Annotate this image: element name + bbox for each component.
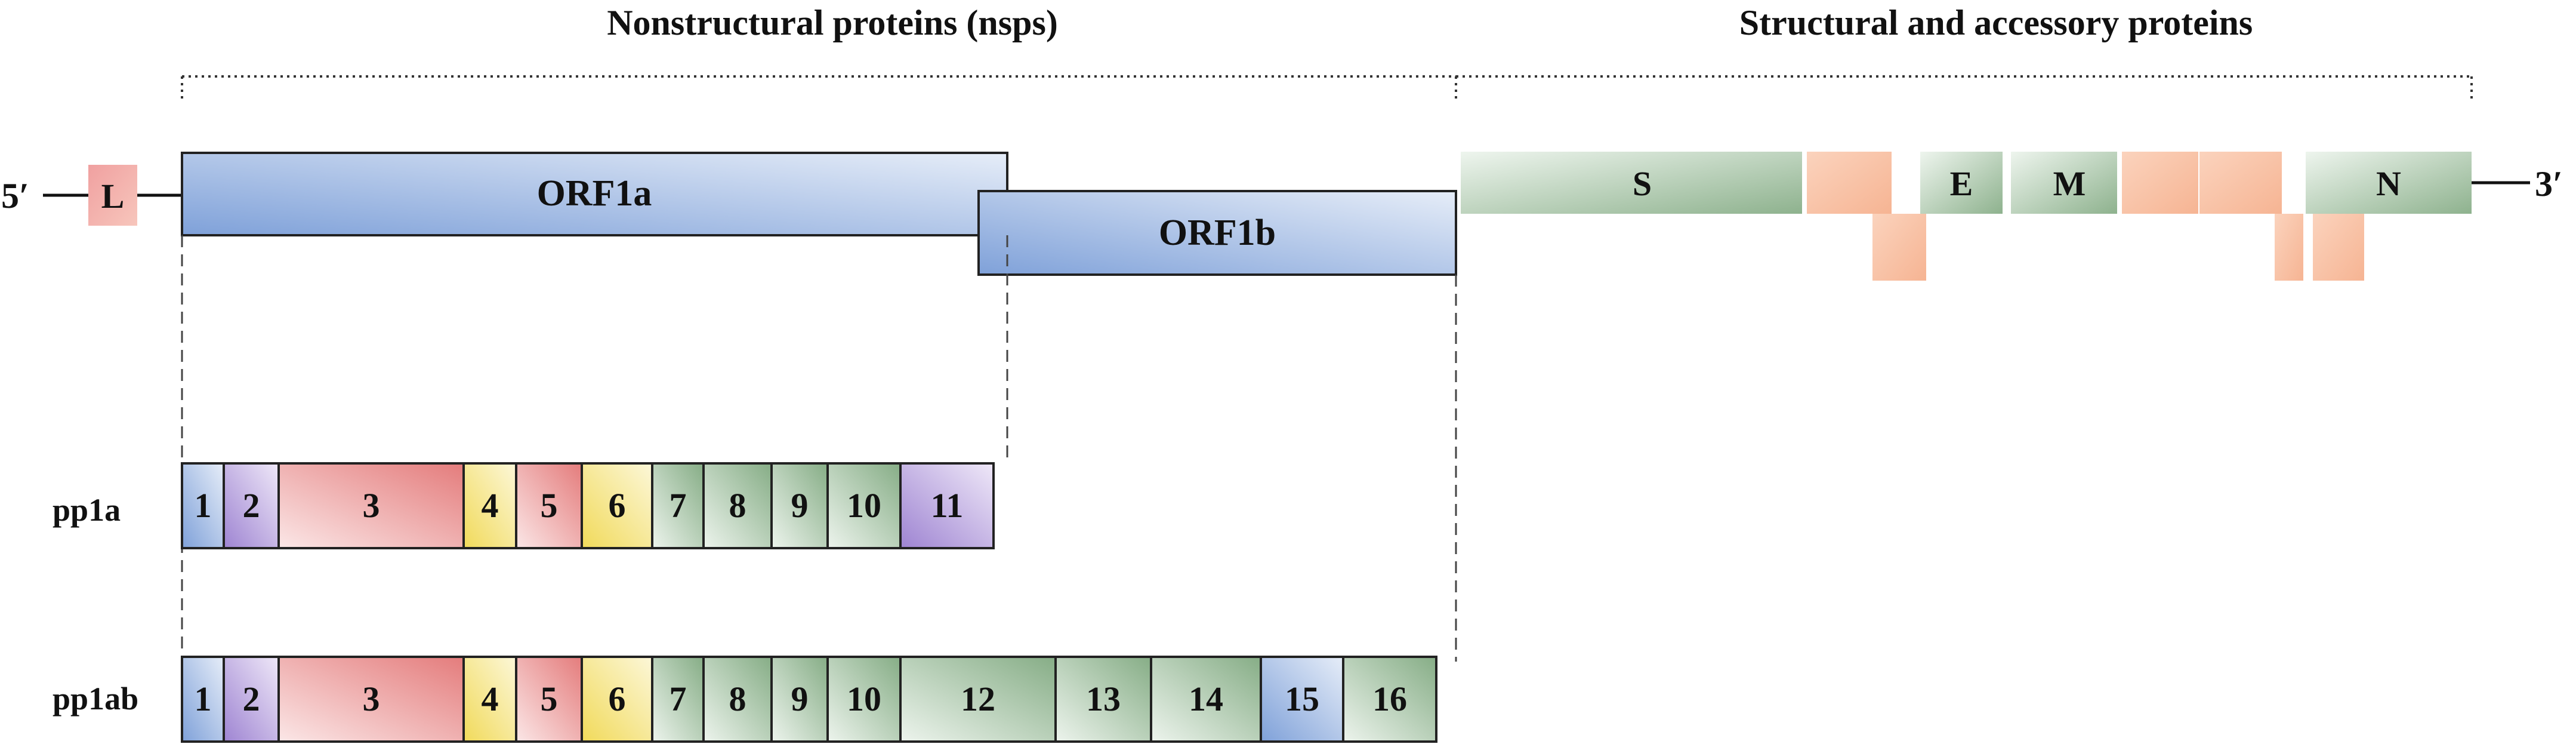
accessory-box-5 bbox=[2275, 214, 2303, 281]
n-protein-label: N bbox=[2376, 164, 2401, 203]
five-prime-label: 5′ bbox=[1, 176, 29, 216]
orf1a-box bbox=[181, 152, 1008, 236]
bracket-structural bbox=[1456, 75, 2473, 102]
pp1a-nsp5-box bbox=[515, 462, 583, 549]
pp1ab-nsp12-label: 12 bbox=[961, 680, 995, 718]
s-protein-label: S bbox=[1633, 164, 1652, 203]
pp1ab-nsp4-box bbox=[462, 656, 517, 743]
pp1a-nsp4-label: 4 bbox=[482, 486, 499, 525]
pp1ab-nsp6-label: 6 bbox=[609, 680, 626, 718]
pp1ab-nsp8-label: 8 bbox=[729, 680, 746, 718]
orf1b-box bbox=[977, 190, 1457, 276]
n-protein-box bbox=[2306, 152, 2472, 214]
pp1ab-nsp12-box bbox=[899, 656, 1057, 743]
leader-box bbox=[88, 165, 137, 226]
pp1ab-nsp6-box bbox=[581, 656, 653, 743]
orf1a-label: ORF1a bbox=[537, 173, 652, 214]
pp1ab-nsp1-box bbox=[181, 656, 225, 743]
pp1ab-nsp9-label: 9 bbox=[791, 680, 809, 718]
pp1ab-nsp13-box bbox=[1054, 656, 1152, 743]
pp1ab-nsp3-box bbox=[277, 656, 465, 743]
pp1ab-nsp10-label: 10 bbox=[847, 680, 881, 718]
pp1a-nsp8-box bbox=[702, 462, 773, 549]
accessory-box-4 bbox=[2199, 152, 2282, 214]
e-protein-label: E bbox=[1950, 164, 1973, 203]
pp1a-nsp10-label: 10 bbox=[847, 486, 881, 525]
pp1a-nsp11-box bbox=[899, 462, 995, 549]
pp1a-nsp11-label: 11 bbox=[931, 486, 964, 525]
pp1a-nsp7-label: 7 bbox=[670, 486, 687, 525]
pp1a-nsp10-box bbox=[826, 462, 902, 549]
pp1ab-label: pp1ab bbox=[53, 681, 138, 717]
pp1a-label: pp1a bbox=[53, 492, 121, 528]
pp1a-nsp3-box bbox=[277, 462, 465, 549]
pp1ab-nsp16-label: 16 bbox=[1372, 680, 1407, 718]
accessory-box-2 bbox=[1872, 214, 1926, 281]
accessory-box-1 bbox=[1807, 152, 1892, 214]
projection-lines bbox=[181, 235, 1457, 662]
pp1ab-nsp14-box bbox=[1150, 656, 1262, 743]
pp1a-nsp2-label: 2 bbox=[243, 486, 260, 525]
pp1ab-nsp16-box bbox=[1342, 656, 1437, 743]
pp1ab-nsp2-box bbox=[223, 656, 280, 743]
pp1a-nsp1-label: 1 bbox=[195, 486, 212, 525]
pp1a-nsp3-label: 3 bbox=[363, 486, 380, 525]
pp1a-nsp8-label: 8 bbox=[729, 486, 746, 525]
title-nonstructural: Nonstructural proteins (nsps) bbox=[607, 3, 1058, 42]
pp1ab-nsp10-box bbox=[826, 656, 902, 743]
pp1ab-nsp9-box bbox=[770, 656, 829, 743]
pp1ab-nsp13-label: 13 bbox=[1086, 680, 1121, 718]
pp1a-nsp5-label: 5 bbox=[541, 486, 558, 525]
pp1a-nsp9-box bbox=[770, 462, 829, 549]
m-protein-box bbox=[2011, 152, 2117, 214]
pp1ab-nsp2-label: 2 bbox=[243, 680, 260, 718]
pp1ab-nsp4-label: 4 bbox=[482, 680, 499, 718]
e-protein-box bbox=[1920, 152, 2003, 214]
m-protein-label: M bbox=[2053, 164, 2086, 203]
three-prime-label: 3′ bbox=[2535, 164, 2563, 204]
pp1ab-nsp5-label: 5 bbox=[541, 680, 558, 718]
accessory-box-3 bbox=[2122, 152, 2198, 214]
pp1ab-nsp1-label: 1 bbox=[195, 680, 212, 718]
pp1ab-nsp14-label: 14 bbox=[1189, 680, 1223, 718]
pp1ab-nsp15-label: 15 bbox=[1285, 680, 1319, 718]
pp1ab-nsp7-box bbox=[651, 656, 705, 743]
pp1a-nsp6-label: 6 bbox=[609, 486, 626, 525]
pp1a-nsp9-label: 9 bbox=[791, 486, 809, 525]
bracket-nonstructural bbox=[181, 75, 1457, 102]
pp1ab-nsp7-label: 7 bbox=[670, 680, 687, 718]
s-protein-box bbox=[1461, 152, 1802, 214]
orf1b-label: ORF1b bbox=[1159, 213, 1276, 253]
accessory-box-6 bbox=[2313, 214, 2364, 281]
leader-label: L bbox=[101, 177, 125, 216]
title-structural: Structural and accessory proteins bbox=[1739, 3, 2253, 42]
pp1ab-nsp3-label: 3 bbox=[363, 680, 380, 718]
pp1a-nsp4-box bbox=[462, 462, 517, 549]
